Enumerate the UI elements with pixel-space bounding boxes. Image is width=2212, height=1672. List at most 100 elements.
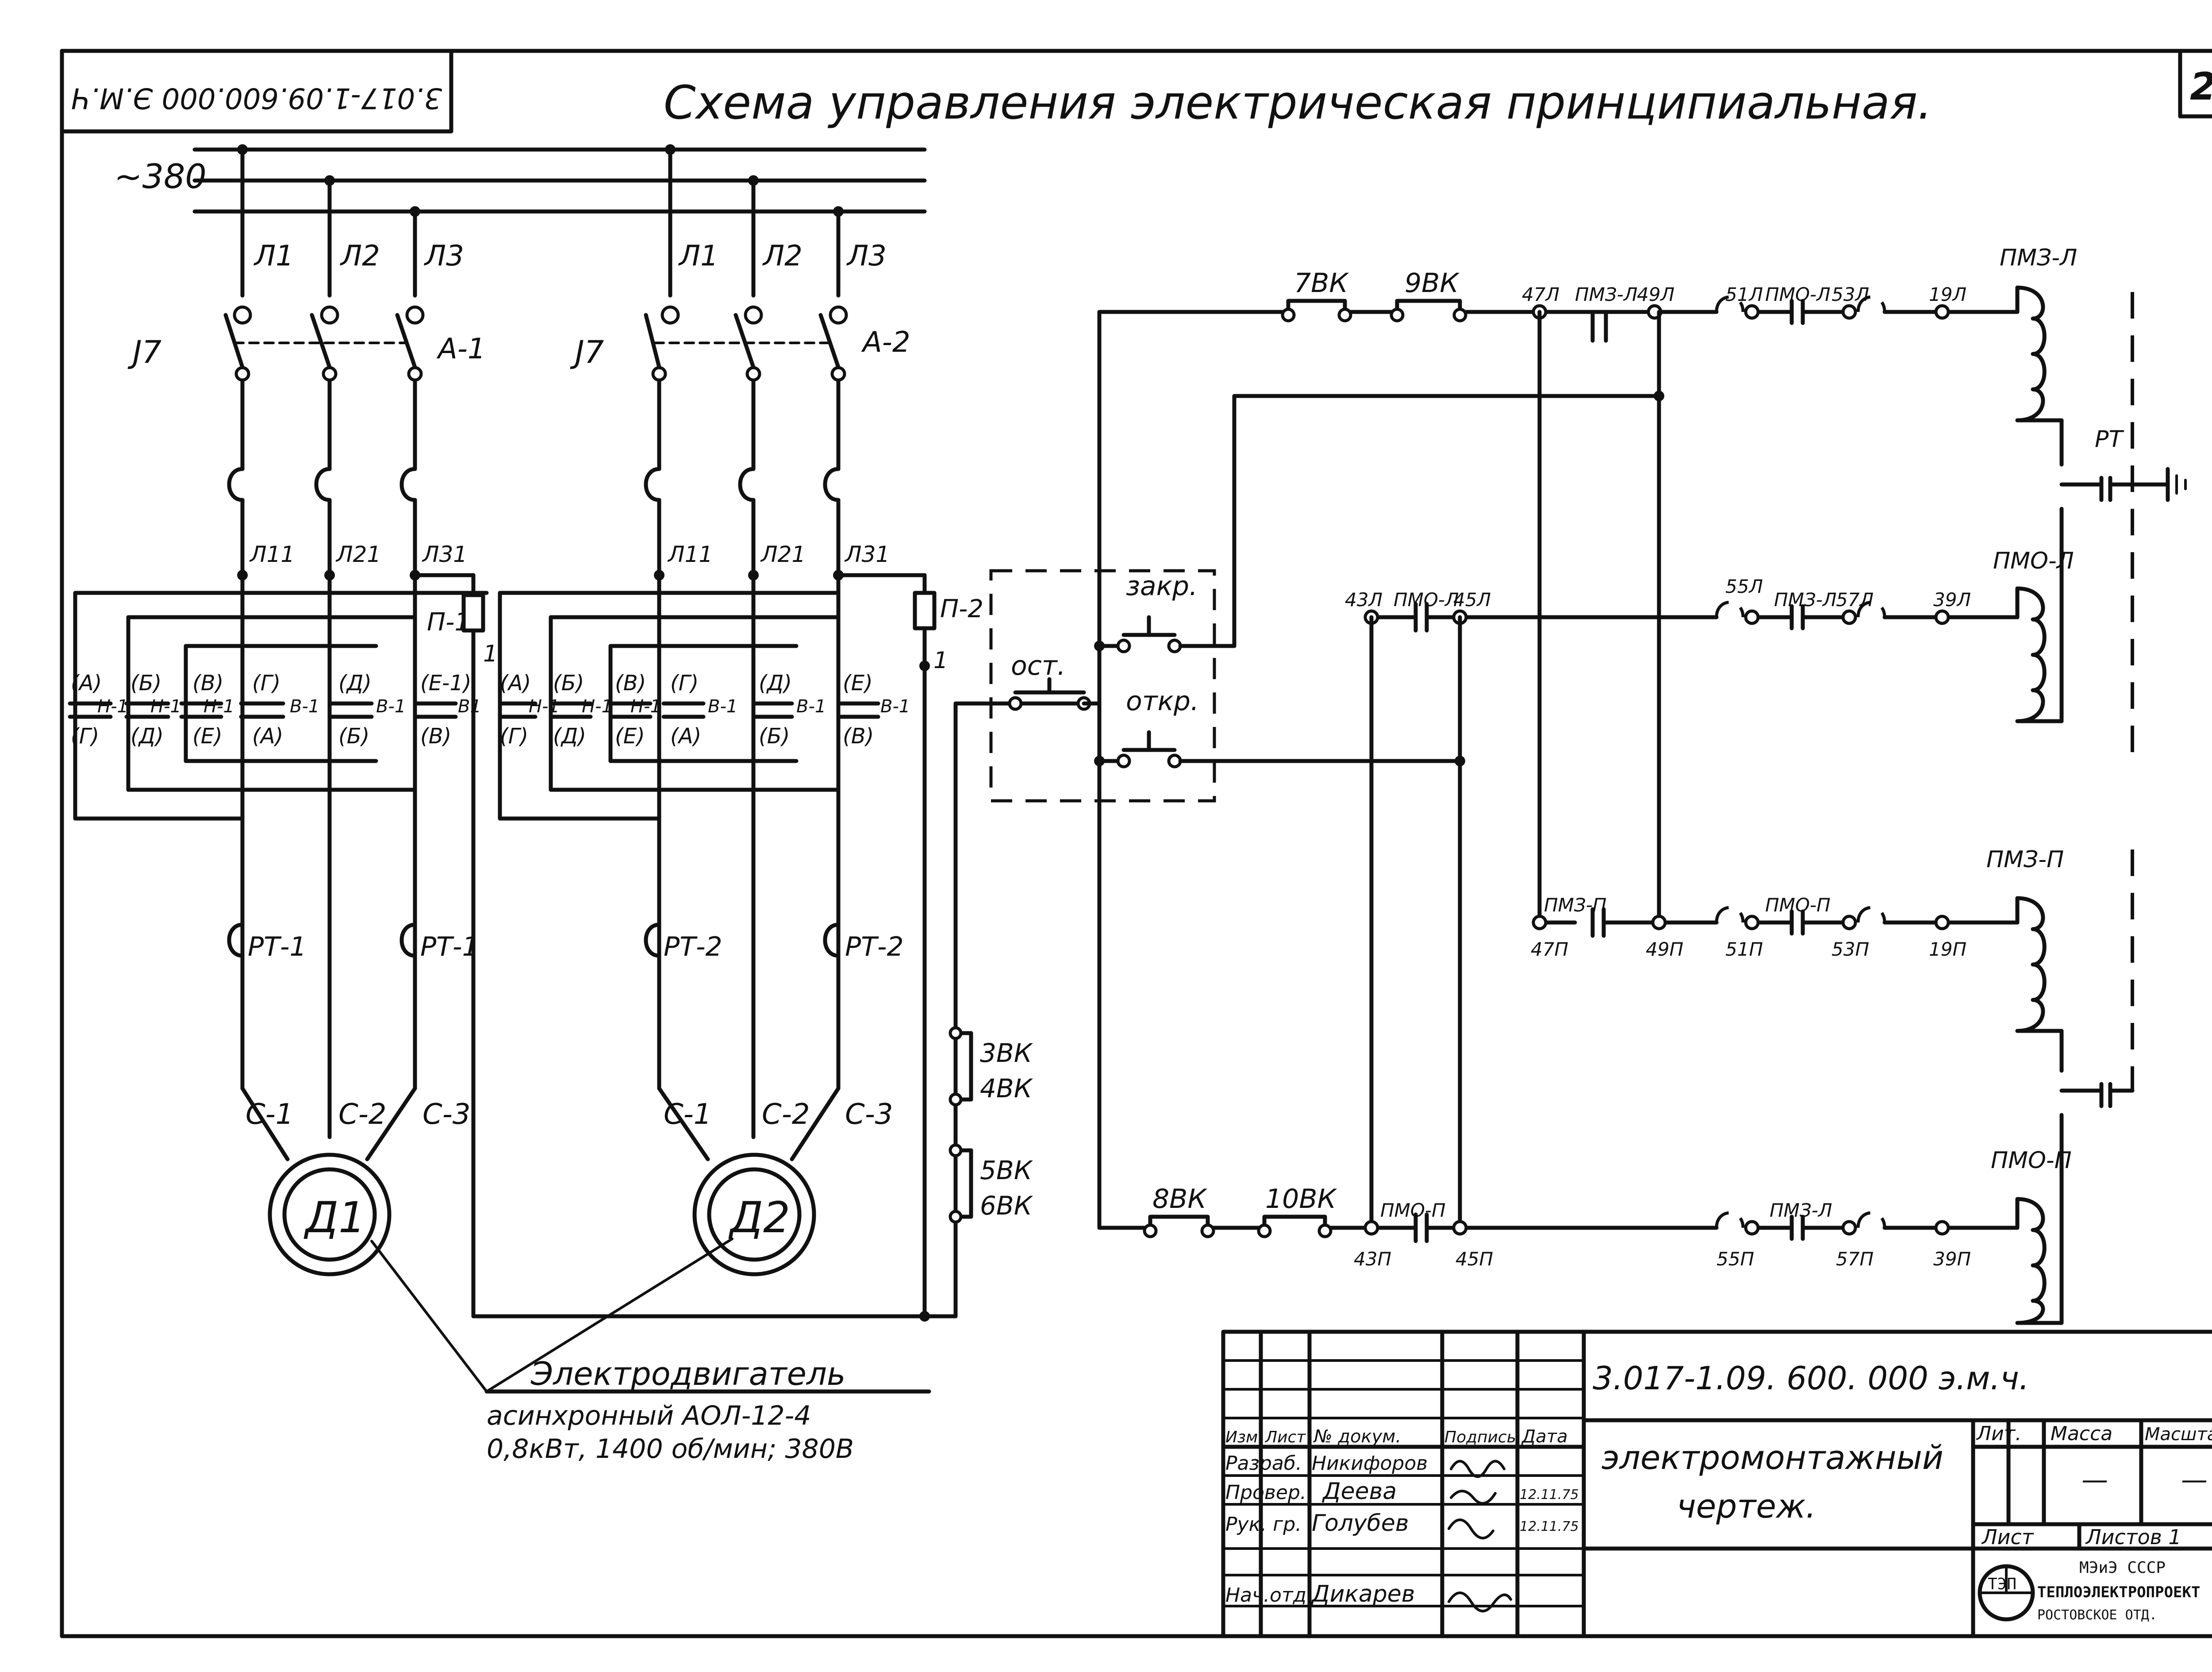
- left-contact-mid-5: В-1: [376, 696, 406, 717]
- limit-switch-6: 6ВК: [980, 1191, 1033, 1221]
- right-stator-3: С-3: [845, 1098, 893, 1131]
- row1-c1: ПМЗ-Л: [1575, 284, 1637, 305]
- right-contact-top-4: (Г): [670, 671, 699, 696]
- row4-n1: 43П: [1354, 1248, 1391, 1270]
- left-contact-bot-6: (В): [420, 724, 451, 749]
- left-line-1: Л1: [253, 240, 294, 273]
- row2-c2: ПМЗ-Л: [1774, 589, 1836, 611]
- row-date-3: 12.11.75: [1520, 1519, 1579, 1534]
- right-sub-3: Л31: [844, 542, 890, 567]
- left-sub-3: Л31: [422, 542, 467, 567]
- right-contact-bot-5: (Б): [759, 724, 790, 749]
- right-contact-top-3: (В): [615, 671, 646, 696]
- motor-note-line3: 0,8кВт, 1400 об/мин; 380В: [487, 1434, 854, 1464]
- left-contact-top-5: (Д): [338, 671, 372, 696]
- row2-n5: 39Л: [1933, 589, 1971, 611]
- row-role-4: Нач.отд.: [1225, 1584, 1313, 1607]
- right-contact-mid-3: Н-1: [630, 696, 661, 717]
- row-role-1: Разраб.: [1225, 1452, 1302, 1475]
- control-labels: ост. закр. откр. 7ВК 9ВК 8ВК 10ВК 47Л ПМ…: [1011, 245, 2124, 1270]
- right-contact-bot-4: (А): [670, 724, 701, 749]
- supply-label: ~380: [114, 157, 207, 196]
- right-relay-2: РТ-2: [845, 931, 904, 962]
- scale-value: —: [2181, 1464, 2208, 1495]
- right-contact-bot-6: (В): [843, 724, 874, 749]
- left-contact-bot-5: (Б): [338, 724, 369, 749]
- right-motor-label: Д2: [728, 1193, 790, 1242]
- left-line-2: Л2: [340, 240, 380, 273]
- limit-9vk: 9ВК: [1405, 268, 1459, 299]
- row-name-1: Никифоров: [1312, 1452, 1428, 1475]
- sheets-label: Листов 1: [2085, 1525, 2181, 1549]
- right-stator-1: С-1: [664, 1098, 712, 1131]
- row4-n4: 57П: [1836, 1248, 1874, 1270]
- right-breaker-tag: J7: [570, 334, 604, 370]
- left-sub-1: Л11: [249, 542, 295, 567]
- left-labels: Л1 Л2 Л3 J7 А-1 Л11 Л21 Л31 П-1 1 РТ-1 Р…: [71, 240, 498, 1242]
- right-contact-top-5: (Д): [759, 671, 792, 696]
- right-contact-bot-2: (Д): [553, 724, 586, 749]
- left-sub-2: Л21: [335, 542, 381, 567]
- doc-name-2: чертеж.: [1677, 1488, 1816, 1526]
- right-contact-mid-5: В-1: [796, 696, 826, 717]
- limit-switch-5: 5ВК: [980, 1155, 1033, 1185]
- sheet-label: Лист: [1981, 1525, 2034, 1549]
- row-name-2: Деева: [1322, 1478, 1397, 1505]
- doc-name-1: электромонтажный: [1601, 1439, 1943, 1477]
- row1-c2: ПМО-Л: [1765, 284, 1831, 305]
- row2-c1: ПМО-Л: [1394, 589, 1459, 611]
- left-relay-2: РТ-1: [420, 931, 479, 962]
- left-relay-1: РТ-1: [248, 931, 307, 962]
- sheet-number: 28: [2190, 65, 2212, 109]
- row1-n5: 19Л: [1929, 284, 1966, 305]
- limit-7vk: 7ВК: [1294, 268, 1349, 299]
- left-motor-label: Д1: [303, 1193, 365, 1242]
- right-breaker-name: А-2: [861, 326, 910, 359]
- left-line-3: Л3: [424, 240, 464, 273]
- row2-n3: 55Л: [1725, 576, 1763, 597]
- col-izm: Изм: [1225, 1428, 1258, 1446]
- left-contact-mid-1: Н-1: [97, 696, 128, 717]
- left-fuse-label: П-1: [427, 608, 470, 637]
- row-role-2: Провер.: [1225, 1481, 1306, 1504]
- left-motor-circuit: [68, 144, 489, 1318]
- motor-note-line2: асинхронный АОЛ-12-4: [487, 1400, 811, 1431]
- doc-code: 3.017-1.09. 600. 000 э.м.ч.: [1593, 1360, 2029, 1397]
- row4-c1: ПМО-П: [1380, 1199, 1446, 1221]
- row2-n4: 57Л: [1836, 589, 1874, 611]
- org-line2: ТЕПЛОЭЛЕКТРОПРОЕКТ: [2037, 1584, 2200, 1601]
- row1-n1: 47Л: [1522, 284, 1559, 305]
- row-date-2: 12.11.75: [1520, 1487, 1579, 1503]
- left-contact-top-4: (Г): [252, 671, 280, 696]
- right-contact-top-2: (Б): [553, 671, 584, 696]
- button-open-label: откр.: [1126, 686, 1199, 717]
- button-stop-label: ост.: [1011, 650, 1066, 681]
- row3-n4: 53П: [1832, 938, 1869, 960]
- row4-n2: 45П: [1455, 1248, 1493, 1270]
- right-contact-mid-6: В-1: [880, 696, 910, 717]
- row3-n5: 19П: [1929, 938, 1966, 960]
- left-contact-top-6: (Е-1): [420, 671, 472, 696]
- left-contact-bot-2: (Д): [131, 724, 164, 749]
- right-fuse-label: П-2: [940, 595, 983, 623]
- right-contact-mid-4: В-1: [708, 696, 737, 717]
- row2-n2: 45Л: [1453, 589, 1491, 611]
- right-contact-top-6: (Е): [843, 671, 873, 696]
- limit-10vk: 10ВК: [1265, 1184, 1337, 1215]
- right-sub-1: Л11: [667, 542, 713, 567]
- right-relay-1: РТ-2: [664, 931, 722, 962]
- col-sign: Подпись: [1444, 1428, 1516, 1446]
- col-date: Дата: [1521, 1426, 1568, 1447]
- row1-n3: 51Л: [1725, 284, 1763, 305]
- left-breaker-tag: J7: [127, 334, 161, 370]
- right-stator-2: С-2: [762, 1098, 810, 1131]
- button-close-label: закр.: [1126, 571, 1198, 602]
- left-contact-top-1: (А): [71, 671, 102, 696]
- right-motor-circuit: [471, 144, 973, 1322]
- mass-value: —: [2081, 1464, 2108, 1495]
- mass-header: Масса: [2051, 1422, 2112, 1445]
- row-role-3: Рук. гр.: [1225, 1513, 1302, 1536]
- row4-c2: ПМЗ-Л: [1770, 1199, 1832, 1221]
- left-stator-3: С-3: [422, 1098, 471, 1131]
